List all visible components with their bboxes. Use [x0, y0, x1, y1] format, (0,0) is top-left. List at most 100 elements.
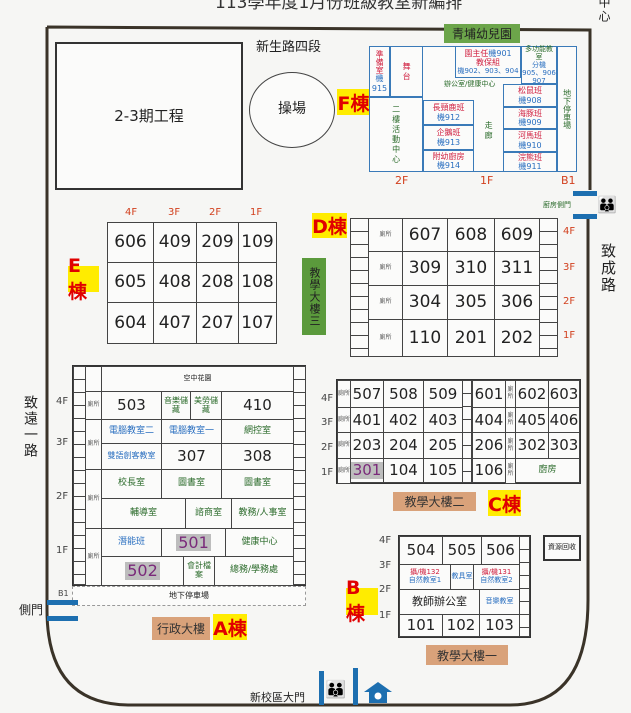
room: 309: [402, 251, 448, 286]
room: 601: [472, 380, 506, 408]
room: 308: [221, 443, 294, 470]
academic-personnel-office: 教務/人事室: [231, 498, 294, 529]
room: 304: [402, 285, 448, 320]
floor-label: 2F: [563, 296, 576, 307]
room: 108: [238, 262, 277, 303]
room: 406: [548, 407, 580, 433]
toilet: 廁所: [337, 432, 351, 459]
room: 607: [402, 218, 448, 252]
map-title: 113學年度1月份班級教室新編排: [215, 0, 463, 13]
bilingual-maker-room: 雙語創客教室: [101, 443, 162, 470]
floor-label: 3F: [56, 437, 69, 448]
room: 608: [447, 218, 495, 252]
gate-bar: [47, 600, 78, 605]
room: 402: [383, 407, 424, 433]
room-301: 301: [350, 458, 384, 483]
room: 205: [423, 432, 463, 459]
main-gate[interactable]: 新校區大門: [250, 691, 305, 704]
road-west: 致遠一路: [22, 395, 38, 459]
floor-label: 1F: [250, 207, 263, 218]
floor-label: 2F: [379, 584, 392, 595]
room: 106: [472, 458, 506, 483]
room: 409: [153, 222, 197, 263]
room: 206: [472, 432, 506, 459]
road-north: 新生路四段: [256, 40, 322, 55]
accounting-archive: 會計檔案: [183, 556, 215, 586]
room: 505: [442, 536, 482, 565]
floor-label: 1F: [321, 467, 334, 478]
room: 408: [153, 262, 197, 303]
kitchen-side-gate[interactable]: 廚房側門: [543, 201, 571, 209]
room-501: 501: [161, 528, 226, 557]
toilet: 廁所: [337, 458, 351, 484]
toilet: 廁所: [85, 391, 102, 420]
room: 303: [548, 432, 580, 459]
stairs: [293, 366, 306, 585]
stage: 舞台: [390, 46, 423, 97]
teaching-aids-room: 教具室: [450, 564, 474, 590]
toilet: 廁所: [85, 419, 102, 470]
room-502: 502: [101, 556, 184, 586]
room: 401: [350, 407, 384, 433]
floor-label: 4F: [379, 535, 392, 546]
floor-label: 2F: [321, 442, 334, 453]
building-e-tag: E棟: [68, 255, 99, 303]
office-health-center: 辦公室/健康中心: [444, 80, 496, 88]
building-b-name: 教學大樓一: [426, 645, 508, 665]
floor-label: 4F: [56, 396, 69, 407]
health-center: 健康中心: [225, 528, 294, 557]
gate-bar: [319, 671, 324, 705]
class-room: 附幼廚房機914: [423, 150, 474, 172]
stairs: [519, 536, 530, 637]
room: 606: [107, 222, 154, 263]
a-parking: 地下停車場: [72, 586, 306, 606]
room: 307: [161, 443, 222, 470]
prep-room: 準備室機915: [369, 46, 390, 97]
building-d-tag: D棟: [312, 213, 347, 238]
network-control-room: 網控室: [221, 419, 294, 444]
counseling-office: 輔導室: [101, 498, 186, 529]
floor-label: 1F: [379, 610, 392, 621]
room: 204: [383, 432, 424, 459]
building-b-tag: B棟: [346, 577, 378, 625]
room: 109: [238, 222, 277, 263]
playground: 操場: [249, 72, 335, 148]
sky-garden: 空中花園: [101, 366, 294, 392]
library: 圖書室: [221, 469, 294, 499]
f-parking: 地下停車場: [557, 46, 577, 172]
music-storage: 音樂儲藏: [161, 391, 191, 420]
floor-label: 1F: [480, 174, 494, 187]
gate-bar: [353, 668, 358, 705]
room: 609: [494, 218, 540, 252]
room: 201: [447, 319, 495, 357]
recycling-station: 資源回收: [543, 535, 581, 561]
toilet: 廁所: [85, 528, 102, 586]
side-gate[interactable]: 側門: [19, 603, 44, 617]
floor-label: B1: [561, 174, 576, 187]
building-f-tag: F棟: [337, 89, 370, 115]
room: 104: [383, 458, 424, 483]
floor-label: 2F: [56, 491, 69, 502]
room: 310: [447, 251, 495, 286]
toilet: 廁所: [85, 469, 102, 529]
room: 209: [196, 222, 239, 263]
class-room: 企鵝班機913: [423, 125, 474, 150]
room: 311: [494, 251, 540, 286]
room: 602: [515, 380, 549, 408]
floor-label: 2F: [209, 207, 222, 218]
room: 103: [479, 614, 520, 637]
floor-label: 2F: [395, 174, 409, 187]
pedestrian-icon: 👪: [325, 680, 347, 700]
computer-room-1: 電腦教室一: [161, 419, 222, 444]
floor-label: 3F: [563, 262, 576, 273]
home-icon: [364, 682, 392, 703]
pedestrian-icon: 👪: [597, 195, 617, 214]
building-a-name: 行政大樓: [152, 617, 210, 640]
room: 305: [447, 285, 495, 320]
floor-label: 3F: [168, 207, 181, 218]
room: 207: [196, 302, 239, 344]
floor-label: 4F: [125, 207, 138, 218]
